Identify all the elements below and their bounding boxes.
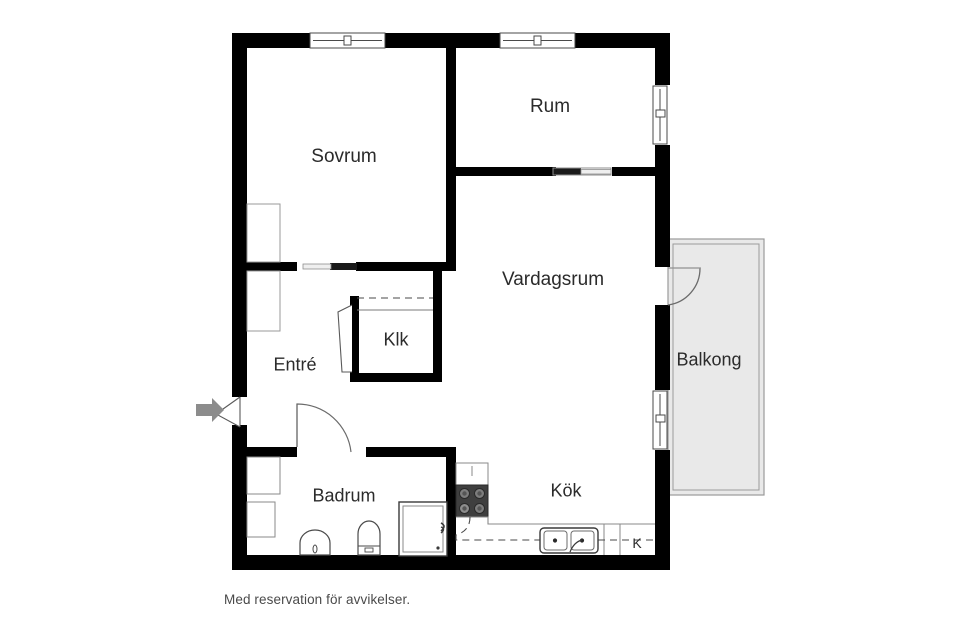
wardrobe-sovrum-upper (246, 203, 281, 263)
balcony-door (667, 267, 701, 306)
kitchen-plumbing-line (455, 516, 655, 541)
sliding-door-sovrum (302, 263, 357, 270)
bathroom-door (296, 403, 352, 453)
window-right-lower (652, 390, 668, 450)
bathroom-counter-upper (246, 456, 281, 495)
window-right-upper (652, 85, 668, 145)
klk-shelf (357, 297, 433, 311)
toilet-icon (357, 520, 381, 556)
washbasin-icon (299, 529, 331, 556)
klk-door (337, 304, 353, 373)
kitchen-counter-top (455, 462, 489, 486)
stove-icon (455, 484, 489, 518)
disclaimer-caption: Med reservation för avvikelser. (224, 592, 411, 607)
sink-icon (539, 527, 599, 554)
bathroom-counter-lower (246, 501, 276, 538)
shower-cabin-icon (398, 501, 448, 557)
balcony-area (667, 238, 765, 496)
entrance-arrow-icon (196, 398, 224, 422)
interior-walls (232, 33, 655, 570)
sliding-door-rum (552, 167, 612, 176)
window-top-right (499, 32, 576, 49)
window-top-left (309, 32, 386, 49)
wardrobe-sovrum-lower (246, 270, 281, 332)
